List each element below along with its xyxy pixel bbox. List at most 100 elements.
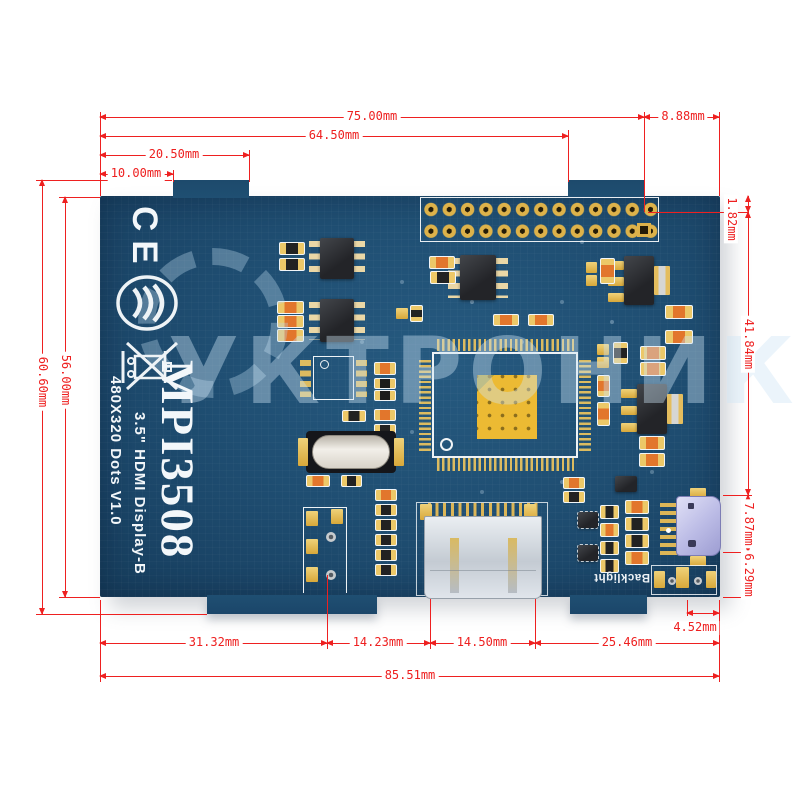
smd-resistor <box>600 258 615 284</box>
dim-line-4-52 <box>686 610 720 616</box>
smd-resistor <box>665 330 693 344</box>
dim-label-25-46: 25.46mm <box>598 635 656 650</box>
extension-line <box>723 597 752 598</box>
sot223-q1-tab <box>654 266 670 295</box>
footprint-pads-left <box>300 360 311 397</box>
smd-resistor <box>375 549 397 561</box>
silk-dot <box>666 528 671 533</box>
smd-resistor <box>625 551 649 565</box>
smd-resistor <box>600 505 619 519</box>
qfp-pads-top <box>437 339 574 351</box>
extension-line <box>430 599 431 649</box>
sot223-q2 <box>637 384 667 434</box>
sot23-transistor <box>577 544 599 562</box>
smd-resistor <box>342 410 366 422</box>
smd-capacitor <box>597 344 609 355</box>
smd-capacitor <box>429 256 455 269</box>
extension-line <box>568 130 569 182</box>
footprint-pad <box>306 511 318 526</box>
pcb-top-tab-left <box>173 180 249 198</box>
smd-capacitor <box>639 453 665 467</box>
smd-resistor <box>563 491 585 503</box>
sot223-q2-lead <box>621 406 637 415</box>
via-pad <box>694 577 702 585</box>
via-dots <box>470 300 474 304</box>
smd-resistor <box>600 559 619 573</box>
extension-line <box>36 614 207 615</box>
sot223-q2-lead <box>621 389 637 398</box>
weee-icon <box>121 341 179 391</box>
qfp-courtyard <box>432 352 578 458</box>
header-square-pad <box>637 223 651 237</box>
smd-capacitor <box>528 314 554 326</box>
smd-resistor <box>375 504 397 516</box>
smd-resistor <box>613 342 628 364</box>
smd-capacitor <box>597 357 609 368</box>
dim-label-41-84: 41.84mm <box>741 315 756 373</box>
smd-resistor <box>279 258 305 271</box>
smd-resistor <box>279 242 305 255</box>
smd-resistor <box>410 305 423 322</box>
backlight-pad <box>706 571 716 588</box>
extension-line <box>327 575 328 649</box>
pcb-top-tab-right <box>568 180 644 198</box>
dim-label-6-29: 6.29mm <box>741 550 756 600</box>
usb-mount-pad <box>690 488 706 498</box>
extension-line <box>535 599 536 649</box>
dim-label-31-32: 31.32mm <box>185 635 243 650</box>
sot223-q1-lead <box>608 277 624 286</box>
spec-line1: 3.5" HDMI Display-B <box>131 412 148 575</box>
footprint-pad <box>306 567 318 582</box>
smd-capacitor <box>374 362 396 375</box>
dim-line-1-82 <box>745 195 751 213</box>
smd-resistor <box>600 541 619 555</box>
hdmi-seam <box>430 570 536 571</box>
dim-label-85-51: 85.51mm <box>381 668 439 683</box>
extension-line <box>249 150 250 182</box>
via-pad <box>326 532 336 542</box>
smd-resistor <box>625 500 649 514</box>
smd-resistor <box>625 534 649 548</box>
gpio-header-pads <box>420 197 659 242</box>
dim-label-64-50: 64.50mm <box>305 128 363 143</box>
sot223-q1-lead <box>608 261 624 270</box>
leader-line <box>648 212 748 213</box>
dim-label-8-88: 8.88mm <box>658 109 708 124</box>
footprint-pad <box>331 509 343 524</box>
extension-line <box>644 112 645 212</box>
dim-label-7-87: 7.87mm <box>741 499 756 549</box>
hdmi-inner-slot <box>450 538 459 593</box>
qfp-pads-right <box>579 360 591 451</box>
dim-label-1-82: 1.82mm <box>724 194 739 244</box>
soic8-u1-leads-left <box>309 241 320 277</box>
footprint-pads-right <box>356 360 367 397</box>
extension-line <box>723 552 752 553</box>
backlight-pad <box>676 567 689 588</box>
smd-resistor <box>625 517 649 531</box>
pcb-bottom-tab-right <box>570 595 647 614</box>
smd-resistor <box>375 564 397 576</box>
smd-resistor <box>600 523 619 537</box>
dim-label-14-23: 14.23mm <box>349 635 407 650</box>
crystal-oscillator <box>312 435 390 469</box>
soic8-u3-leads-right <box>354 302 365 340</box>
qfp-pin1-circle <box>440 438 453 451</box>
spec-line2: 480X320 Dots V1.0 <box>107 376 124 526</box>
sot223-q2-tab <box>667 394 683 424</box>
smd-diode <box>374 390 396 401</box>
soic16-u2 <box>460 255 496 300</box>
smd-resistor <box>430 271 456 284</box>
crystal-pad <box>298 438 308 466</box>
dim-label-60-60: 60.60mm <box>35 353 50 411</box>
smd-resistor <box>563 477 585 489</box>
smd-capacitor <box>493 314 519 326</box>
backlight-label: Backlight <box>593 571 650 583</box>
extension-line <box>36 180 172 181</box>
usb-detail-dot <box>688 540 696 547</box>
extension-line <box>687 600 688 616</box>
usb-detail-dot <box>688 503 694 509</box>
qfp-center-pad <box>477 375 537 439</box>
qfp-pads-left <box>419 360 431 451</box>
hdmi-inner-slot <box>508 538 517 593</box>
